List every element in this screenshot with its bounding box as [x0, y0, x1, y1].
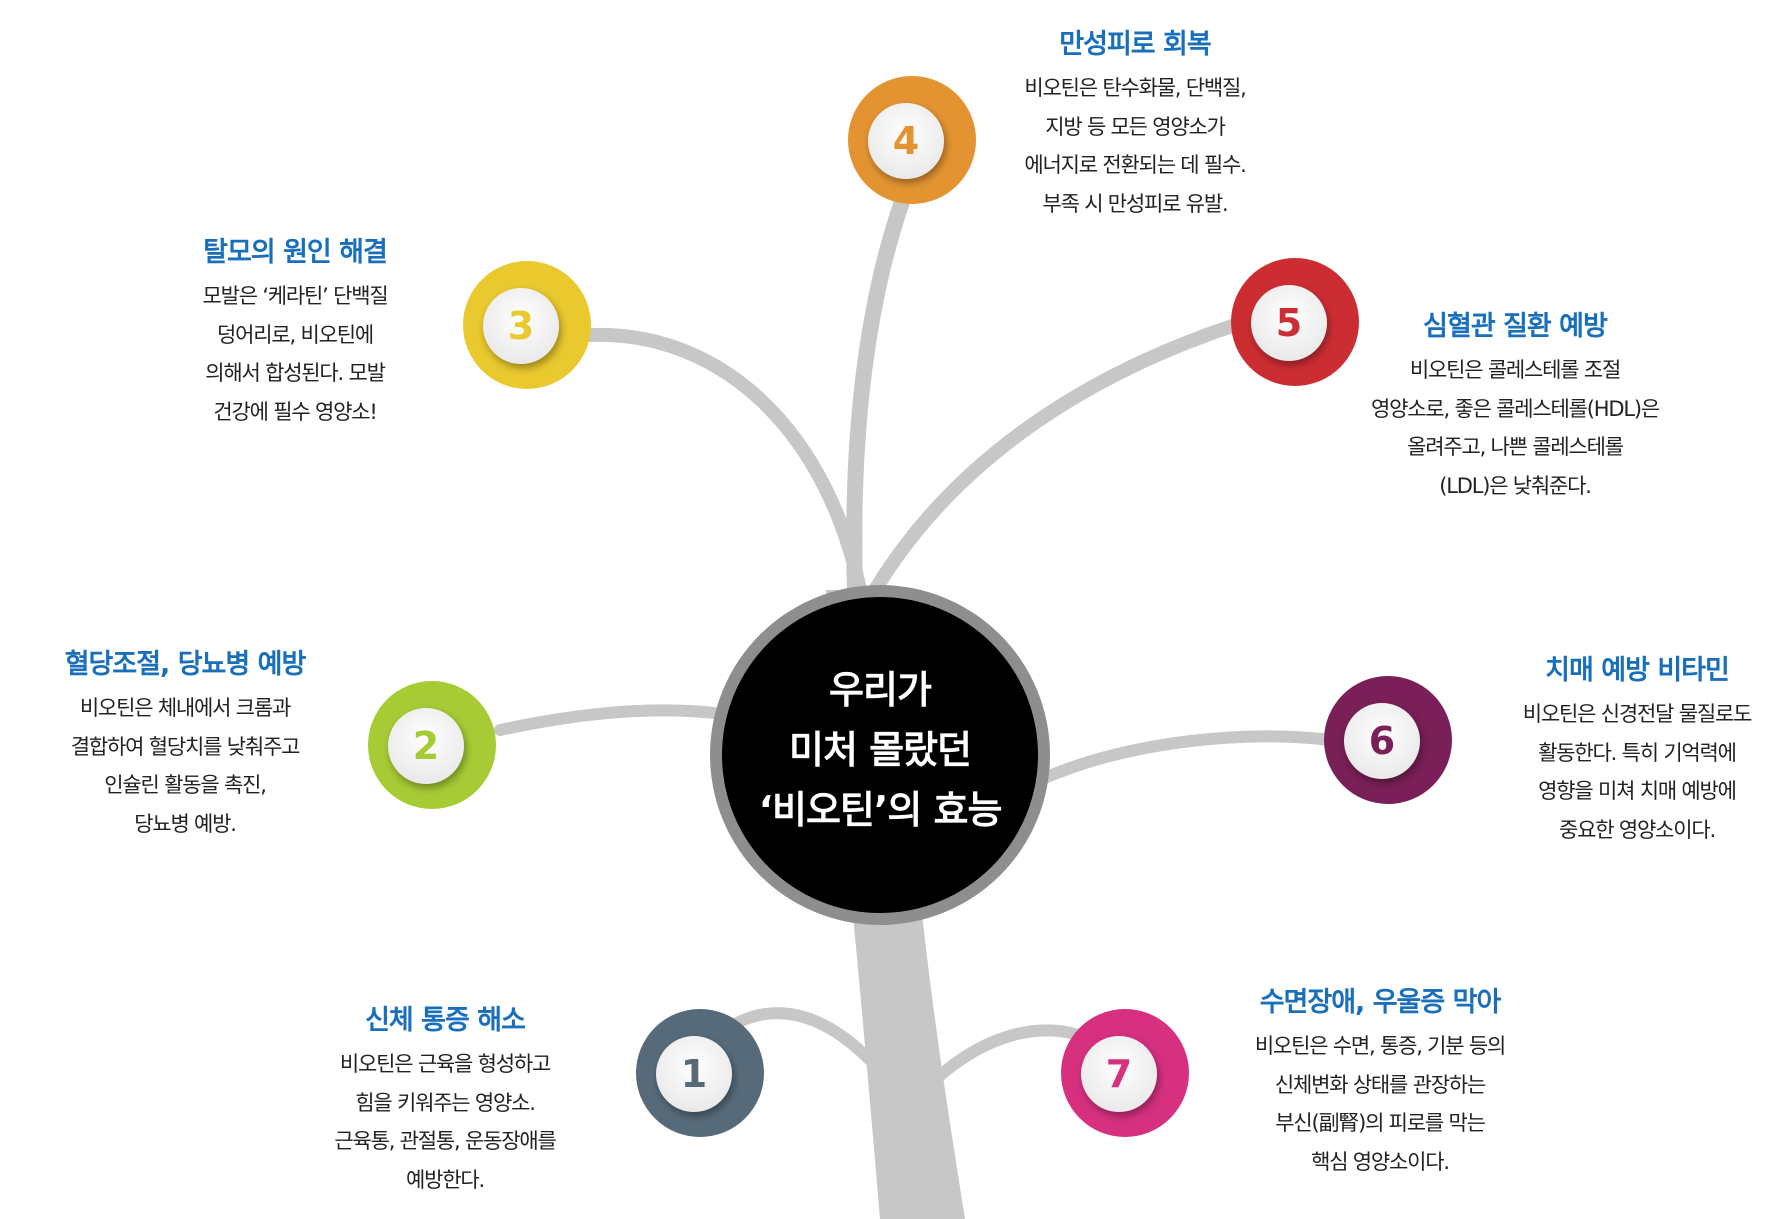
benefit-block-7: 수면장애, 우울증 막아 비오틴은 수면, 통증, 기분 등의 신체변화 상태를… — [1225, 980, 1535, 1181]
node-number: 5 — [1276, 301, 1302, 345]
benefit-block-4: 만성피로 회복 비오틴은 탄수화물, 단백질, 지방 등 모든 영양소가 에너지… — [990, 22, 1280, 223]
description-line: 핵심 영양소이다. — [1311, 1149, 1450, 1174]
number-node-4: 4 — [848, 76, 976, 204]
numbered-nodes: 1 2 3 4 5 6 7 — [368, 76, 1452, 1137]
description-line: 영양소로, 좋은 콜레스테롤(HDL)은 — [1371, 396, 1660, 421]
description-line: 비오틴은 수면, 통증, 기분 등의 — [1254, 1034, 1506, 1058]
branch-4 — [846, 167, 920, 598]
description-line: 부족 시 만성피로 유발. — [1042, 191, 1229, 216]
description-line: 영향을 미쳐 치매 예방에 — [1538, 779, 1737, 803]
node-number: 4 — [893, 119, 919, 163]
description-line: 신체변화 상태를 관장하는 — [1274, 1072, 1486, 1097]
description-line: 건강에 필수 영양소! — [213, 399, 377, 424]
description-line: 당뇨병 예방. — [134, 811, 237, 836]
description-line: 부신(副腎)의 피로를 막는 — [1275, 1111, 1486, 1135]
center-title: 우리가 미처 몰랐던 ‘비오틴’의 효능 — [710, 660, 1050, 840]
description-line: 근육통, 관절통, 운동장애를 — [334, 1129, 556, 1153]
branch-3 — [583, 327, 869, 607]
description-line: (LDL)은 낮춰준다. — [1439, 473, 1592, 498]
benefit-block-6: 치매 예방 비타민 비오틴은 신경전달 물질로도 활동한다. 특히 기억력에 영… — [1497, 648, 1777, 849]
number-node-6: 6 — [1324, 676, 1452, 804]
description-line: 인슐린 활동을 촉진, — [104, 773, 267, 797]
benefit-description: 비오틴은 수면, 통증, 기분 등의 신체변화 상태를 관장하는 부신(副腎)의… — [1225, 1027, 1535, 1181]
description-line: 힘을 키워주는 영양소. — [355, 1090, 536, 1115]
benefit-description: 비오틴은 근육을 형성하고 힘을 키워주는 영양소. 근육통, 관절통, 운동장… — [300, 1045, 590, 1199]
node-center — [483, 288, 559, 364]
description-line: 활동한다. 특히 기억력에 — [1538, 740, 1737, 765]
node-center — [388, 708, 464, 784]
node-number: 6 — [1369, 719, 1395, 763]
number-node-7: 7 — [1061, 1009, 1189, 1137]
benefit-title: 탈모의 원인 해결 — [203, 237, 388, 268]
benefit-description: 비오틴은 탄수화물, 단백질, 지방 등 모든 영양소가 에너지로 전환되는 데… — [990, 69, 1280, 223]
benefit-description: 비오틴은 체내에서 크롬과 결합하여 혈당치를 낮춰주고 인슐린 활동을 촉진,… — [40, 689, 330, 843]
benefit-description: 비오틴은 신경전달 물질로도 활동한다. 특히 기억력에 영향을 미쳐 치매 예… — [1497, 695, 1777, 849]
description-line: 중요한 영양소이다. — [1559, 817, 1716, 842]
benefit-description: 비오틴은 콜레스테롤 조절 영양소로, 좋은 콜레스테롤(HDL)은 올려주고,… — [1345, 351, 1685, 505]
description-line: 덩어리로, 비오틴에 — [217, 322, 374, 347]
benefit-block-5: 심혈관 질환 예방 비오틴은 콜레스테롤 조절 영양소로, 좋은 콜레스테롤(H… — [1345, 304, 1685, 505]
description-line: 비오틴은 콜레스테롤 조절 — [1409, 358, 1621, 382]
description-line: 비오틴은 탄수화물, 단백질, — [1024, 76, 1246, 100]
node-number: 2 — [413, 724, 439, 768]
description-line: 예방한다. — [406, 1167, 485, 1192]
center-title-line: 우리가 — [829, 668, 932, 712]
center-title-line: ‘비오틴’의 효능 — [758, 788, 1003, 832]
description-line: 비오틴은 신경전달 물질로도 — [1522, 702, 1753, 726]
description-line: 에너지로 전환되는 데 필수. — [1024, 153, 1246, 177]
node-number: 3 — [508, 304, 534, 348]
node-number: 1 — [681, 1052, 707, 1096]
benefit-block-3: 탈모의 원인 해결 모발은 ‘케라틴’ 단백질 덩어리로, 비오틴에 의해서 합… — [160, 230, 430, 431]
description-line: 결합하여 혈당치를 낮춰주고 — [70, 734, 301, 759]
number-node-3: 3 — [463, 261, 591, 389]
node-number: 7 — [1106, 1052, 1132, 1096]
node-center — [868, 103, 944, 179]
node-center — [656, 1036, 732, 1112]
benefit-title: 수면장애, 우울증 막아 — [1259, 987, 1502, 1018]
number-node-5: 5 — [1231, 258, 1359, 386]
node-center — [1081, 1036, 1157, 1112]
node-center — [1251, 285, 1327, 361]
center-hub — [710, 585, 1050, 925]
number-node-1: 1 — [636, 1009, 764, 1137]
benefit-block-2: 혈당조절, 당뇨병 예방 비오틴은 체내에서 크롬과 결합하여 혈당치를 낮춰주… — [40, 642, 330, 843]
benefit-block-1: 신체 통증 해소 비오틴은 근육을 형성하고 힘을 키워주는 영양소. 근육통,… — [300, 998, 590, 1199]
description-line: 비오틴은 근육을 형성하고 — [339, 1052, 551, 1076]
node-center — [1344, 703, 1420, 779]
branch-1 — [719, 1007, 876, 1066]
description-line: 올려주고, 나쁜 콜레스테롤 — [1407, 435, 1624, 459]
branch-6 — [1034, 730, 1336, 786]
branch-5 — [868, 318, 1242, 597]
benefit-title: 혈당조절, 당뇨병 예방 — [64, 649, 307, 680]
benefit-title: 심혈관 질환 예방 — [1423, 311, 1608, 342]
benefit-title: 만성피로 회복 — [1059, 29, 1211, 60]
benefit-title: 치매 예방 비타민 — [1545, 655, 1730, 686]
description-line: 비오틴은 체내에서 크롬과 — [79, 696, 291, 720]
center-title-line: 미처 몰랐던 — [788, 728, 972, 772]
benefit-description: 모발은 ‘케라틴’ 단백질 덩어리로, 비오틴에 의해서 합성된다. 모발 건강… — [160, 277, 430, 431]
number-node-2: 2 — [368, 681, 496, 809]
description-line: 모발은 ‘케라틴’ 단백질 — [202, 284, 389, 308]
description-line: 의해서 합성된다. 모발 — [205, 361, 386, 385]
benefit-title: 신체 통증 해소 — [365, 1005, 526, 1036]
description-line: 지방 등 모든 영양소가 — [1045, 114, 1226, 139]
